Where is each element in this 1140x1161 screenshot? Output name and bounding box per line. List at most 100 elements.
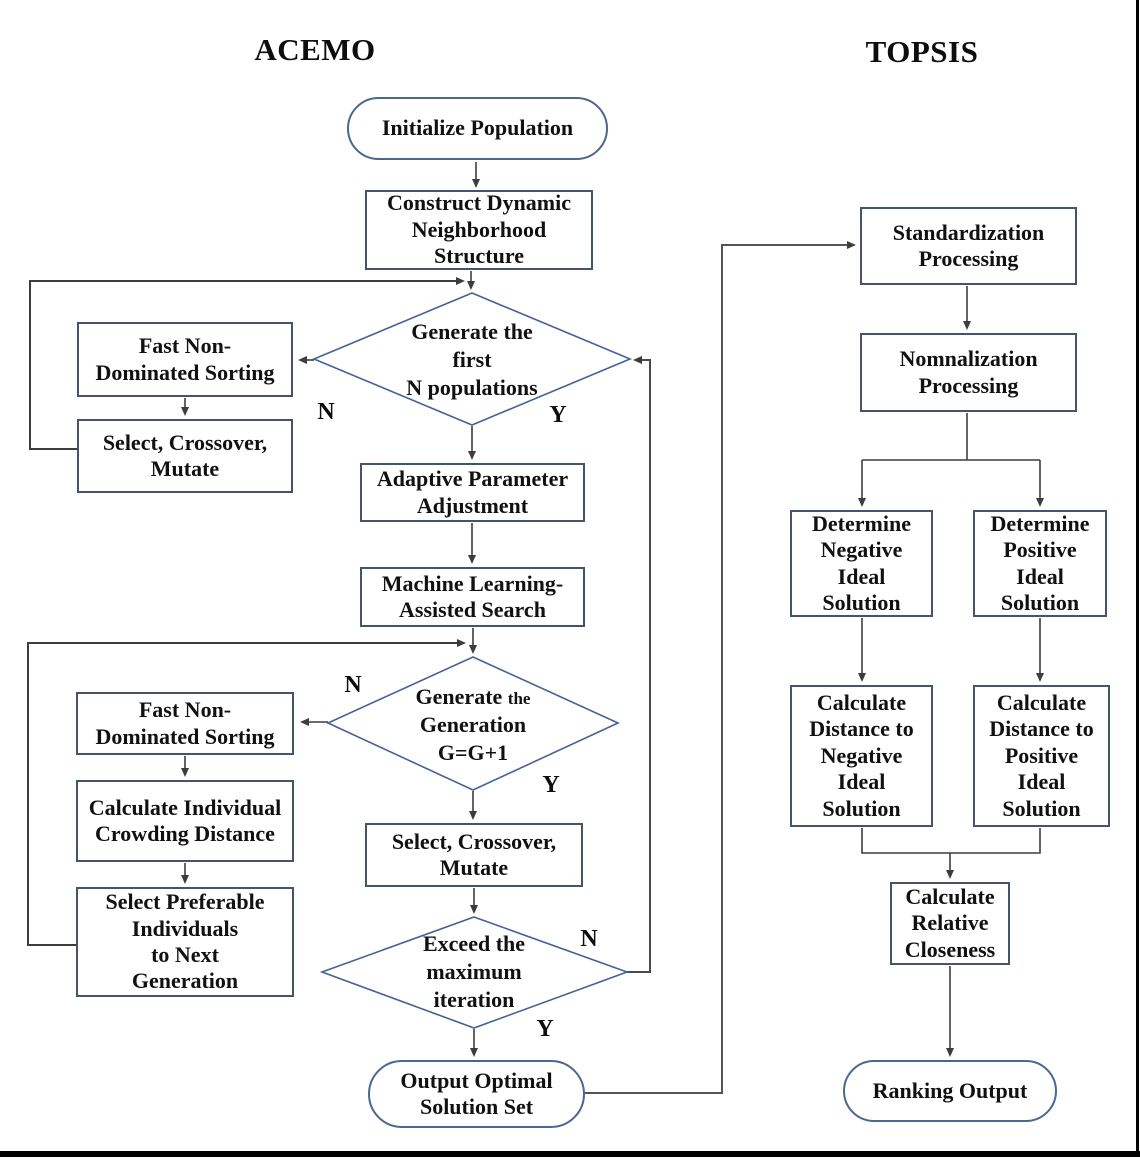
node-adaptive-parameter-adjustment: Adaptive Parameter Adjustment [360,463,585,522]
node-text-line: Exceed the [422,931,526,957]
node-select-crossover-mutate-1: Select, Crossover, Mutate [77,419,293,493]
node-ranking-output: Ranking Output [843,1060,1057,1122]
node-text-line: Negative [820,742,903,768]
node-text-line: Positive [1004,742,1079,768]
diamond-generate-first-n [311,292,633,426]
node-nomnalization-processing: Nomnalization Processing [860,333,1077,412]
node-text-word: Generate [415,684,503,710]
node-text-line: Calculate Individual [88,794,282,820]
node-text-line: Neighborhood [411,216,547,242]
node-select-crossover-mutate-2: Select, Crossover, Mutate [365,823,583,887]
diamond-generate-generation [326,656,620,791]
node-fast-nondominated-sorting-1: Fast Non- Dominated Sorting [77,322,293,397]
node-determine-negative-ideal: Determine Negative Ideal Solution [790,510,933,617]
branch-label-d1-y: Y [549,401,567,428]
topsis-title: TOPSIS [865,34,979,69]
node-distance-negative-ideal: Calculate Distance to Negative Ideal Sol… [790,685,933,827]
node-text-line: Fast Non- [138,697,232,723]
node-text-line: Individuals [131,915,239,941]
branch-label-d3-n: N [580,925,598,952]
node-text-line: Mutate [439,855,509,880]
node-initialize-population: Initialize Population [347,97,608,160]
node-text-line: Select Preferable [105,889,265,915]
node-text-line: Adjustment [416,492,529,518]
page-frame-bottom-border [0,1151,1140,1157]
loop-diamond3-n-to-diamond1 [627,356,651,973]
node-text-line: Machine Learning- [381,570,564,596]
node-text-line: Determine [990,510,1090,536]
node-select-preferable-individuals: Select Preferable Individuals to Next Ge… [76,887,294,997]
page-frame-right-border [1136,0,1139,1157]
diamond-exceed-iteration [319,916,630,1029]
node-calculate-crowding-distance: Calculate Individual Crowding Distance [76,780,294,862]
node-text-line: Generate the [411,319,533,345]
node-text-line: Assisted Search [399,597,546,622]
node-text-line: Ideal [1016,563,1064,589]
node-distance-positive-ideal: Calculate Distance to Positive Ideal Sol… [973,685,1110,827]
node-standardization-processing: Standardization Processing [860,207,1077,285]
node-text-line: Adaptive Parameter [376,466,569,492]
node-text-line: Solution [822,589,901,615]
node-text-line: G=G+1 [437,739,509,765]
node-text-line: Solution [1002,795,1081,821]
branch-label-d2-y: Y [542,771,560,798]
node-text-line: Distance to [989,716,1094,742]
node-text-line: Select, Crossover, [391,828,557,854]
node-text-line: Calculate [996,690,1087,716]
node-text-line: Ideal [1017,769,1066,795]
node-text-line: Solution Set [419,1094,534,1119]
node-text-line: Dominated Sorting [95,359,275,385]
node-calculate-relative-closeness: Calculate Relative Closeness [890,882,1010,965]
node-text-line: iteration [433,986,515,1012]
node-text-line: Negative [820,537,903,563]
node-text-line: Solution [1000,589,1080,615]
node-text-line: Generation [419,712,527,738]
node-text-line: Calculate [905,883,995,909]
node-text-line: Initialize Population [381,115,574,141]
node-text-line: maximum [426,959,522,985]
node-text-line: Generate the [416,683,531,711]
node-output-optimal-solution-set: Output Optimal Solution Set [368,1060,585,1128]
branch-label-d1-n: N [317,398,335,425]
node-fast-nondominated-sorting-2: Fast Non- Dominated Sorting [76,692,294,755]
node-text-line: Crowding Distance [95,821,275,846]
node-text-line: Processing [918,372,1019,398]
branch-label-d2-n: N [344,671,362,698]
node-text-line: Ideal [837,769,886,795]
node-text-line: Processing [918,246,1019,271]
node-text-line: Structure [433,243,525,269]
node-text-line: Select, Crossover, [102,429,268,455]
diamond-text-generate-generation: Generate the Generation G=G+1 [353,681,593,769]
node-text-line: Determine [812,510,911,536]
branch-label-d3-y: Y [536,1015,554,1042]
node-text-line: Construct Dynamic [387,190,571,216]
node-text-line: N populations [406,374,538,400]
node-construct-dynamic-neighborhood: Construct Dynamic Neighborhood Structure [365,190,593,270]
node-text-line: Fast Non- [138,333,232,359]
node-text-line: Closeness [904,936,996,962]
node-text-line: Ranking Output [872,1077,1028,1103]
node-text-line: Standardization [892,219,1045,245]
node-text-line: Calculate [816,690,907,716]
diamond-text-generate-first-n: Generate the first N populations [352,315,592,405]
node-text-line: Relative [911,910,989,936]
node-machine-learning-assisted-search: Machine Learning- Assisted Search [360,567,585,627]
node-text-word-small: the [507,689,531,709]
node-text-line: Mutate [150,456,220,481]
node-text-line: Ideal [837,563,886,589]
diamond-text-exceed-iteration: Exceed the maximum iteration [354,928,594,1016]
node-text-line: Positive [1003,537,1077,563]
node-text-line: Output Optimal [400,1067,553,1093]
line-merge [861,828,1041,854]
node-text-line: Distance to [809,716,914,742]
node-text-line: Nomnalization [899,346,1038,372]
loop-preferable-to-diamond2 [27,639,466,946]
node-text-line: Dominated Sorting [95,723,275,749]
node-text-line: first [452,347,492,373]
node-determine-positive-ideal: Determine Positive Ideal Solution [973,510,1107,617]
loop-mutate-to-diamond1 [29,277,465,450]
node-text-line: to Next [151,942,219,967]
node-text-line: Solution [822,795,901,821]
